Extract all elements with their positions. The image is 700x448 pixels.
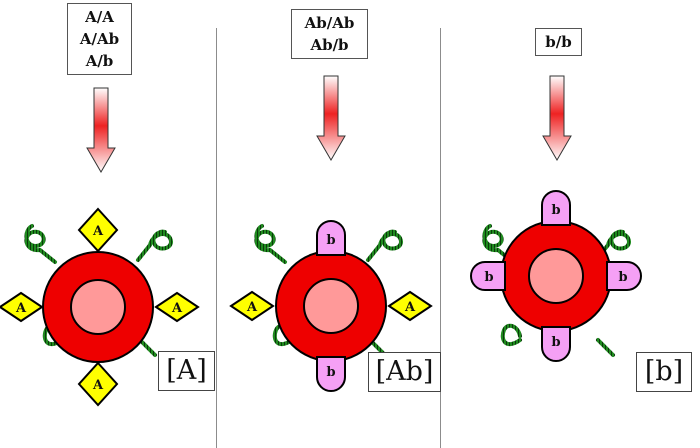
- down-arrow: [86, 87, 116, 173]
- svg-text:b: b: [551, 335, 560, 350]
- antigen-b-right: b: [606, 261, 642, 291]
- antigen-b-bottom: b: [541, 326, 571, 362]
- red-blood-cell-Ab: b A b A: [229, 220, 433, 392]
- antigen-A-bottom: A: [77, 361, 119, 407]
- svg-text:A: A: [171, 301, 183, 316]
- genotype-label: A/b: [85, 52, 114, 70]
- phenotype-box-Ab: [Ab]: [368, 352, 441, 392]
- antigen-A-left: A: [0, 291, 44, 323]
- antigen-A-top: A: [77, 207, 119, 253]
- genotype-box-b: b/b: [535, 28, 582, 56]
- antigen-b-top: b: [316, 220, 346, 256]
- genotype-label: Ab/b: [310, 36, 349, 54]
- genotype-label: Ab/Ab: [304, 14, 355, 32]
- phenotype-box-A: [A]: [158, 351, 215, 391]
- svg-text:A: A: [92, 224, 104, 239]
- antigen-A-right: A: [154, 291, 200, 323]
- svg-text:b: b: [326, 233, 335, 248]
- svg-text:b: b: [326, 365, 335, 380]
- cell-nucleus: [528, 248, 584, 304]
- cell-nucleus: [303, 278, 359, 334]
- antigen-A-right: A: [387, 290, 433, 322]
- down-arrow: [542, 75, 572, 161]
- cell-nucleus: [70, 279, 126, 335]
- svg-text:A: A: [246, 300, 258, 315]
- genotype-box-A: A/A A/Ab A/b: [67, 3, 132, 75]
- antigen-b-left: b: [470, 261, 506, 291]
- genotype-box-Ab: Ab/Ab Ab/b: [291, 9, 368, 59]
- phenotype-box-b: [b]: [636, 352, 692, 392]
- down-arrow: [316, 75, 346, 161]
- svg-text:A: A: [15, 301, 27, 316]
- antigen-A-left: A: [229, 290, 275, 322]
- genotype-label: A/A: [85, 8, 114, 26]
- antigen-b-bottom: b: [316, 356, 346, 392]
- genotype-label: A/Ab: [79, 30, 120, 48]
- red-blood-cell-b: b b b b: [470, 190, 642, 362]
- svg-text:b: b: [618, 270, 627, 285]
- svg-text:b: b: [551, 203, 560, 218]
- svg-text:A: A: [92, 378, 104, 393]
- svg-text:b: b: [484, 270, 493, 285]
- panel-divider-1: [216, 28, 217, 448]
- red-blood-cell-A: A A A A: [0, 207, 200, 407]
- svg-text:A: A: [404, 300, 416, 315]
- antigen-b-top: b: [541, 190, 571, 226]
- genotype-label: b/b: [545, 33, 572, 51]
- panel-divider-2: [440, 28, 441, 448]
